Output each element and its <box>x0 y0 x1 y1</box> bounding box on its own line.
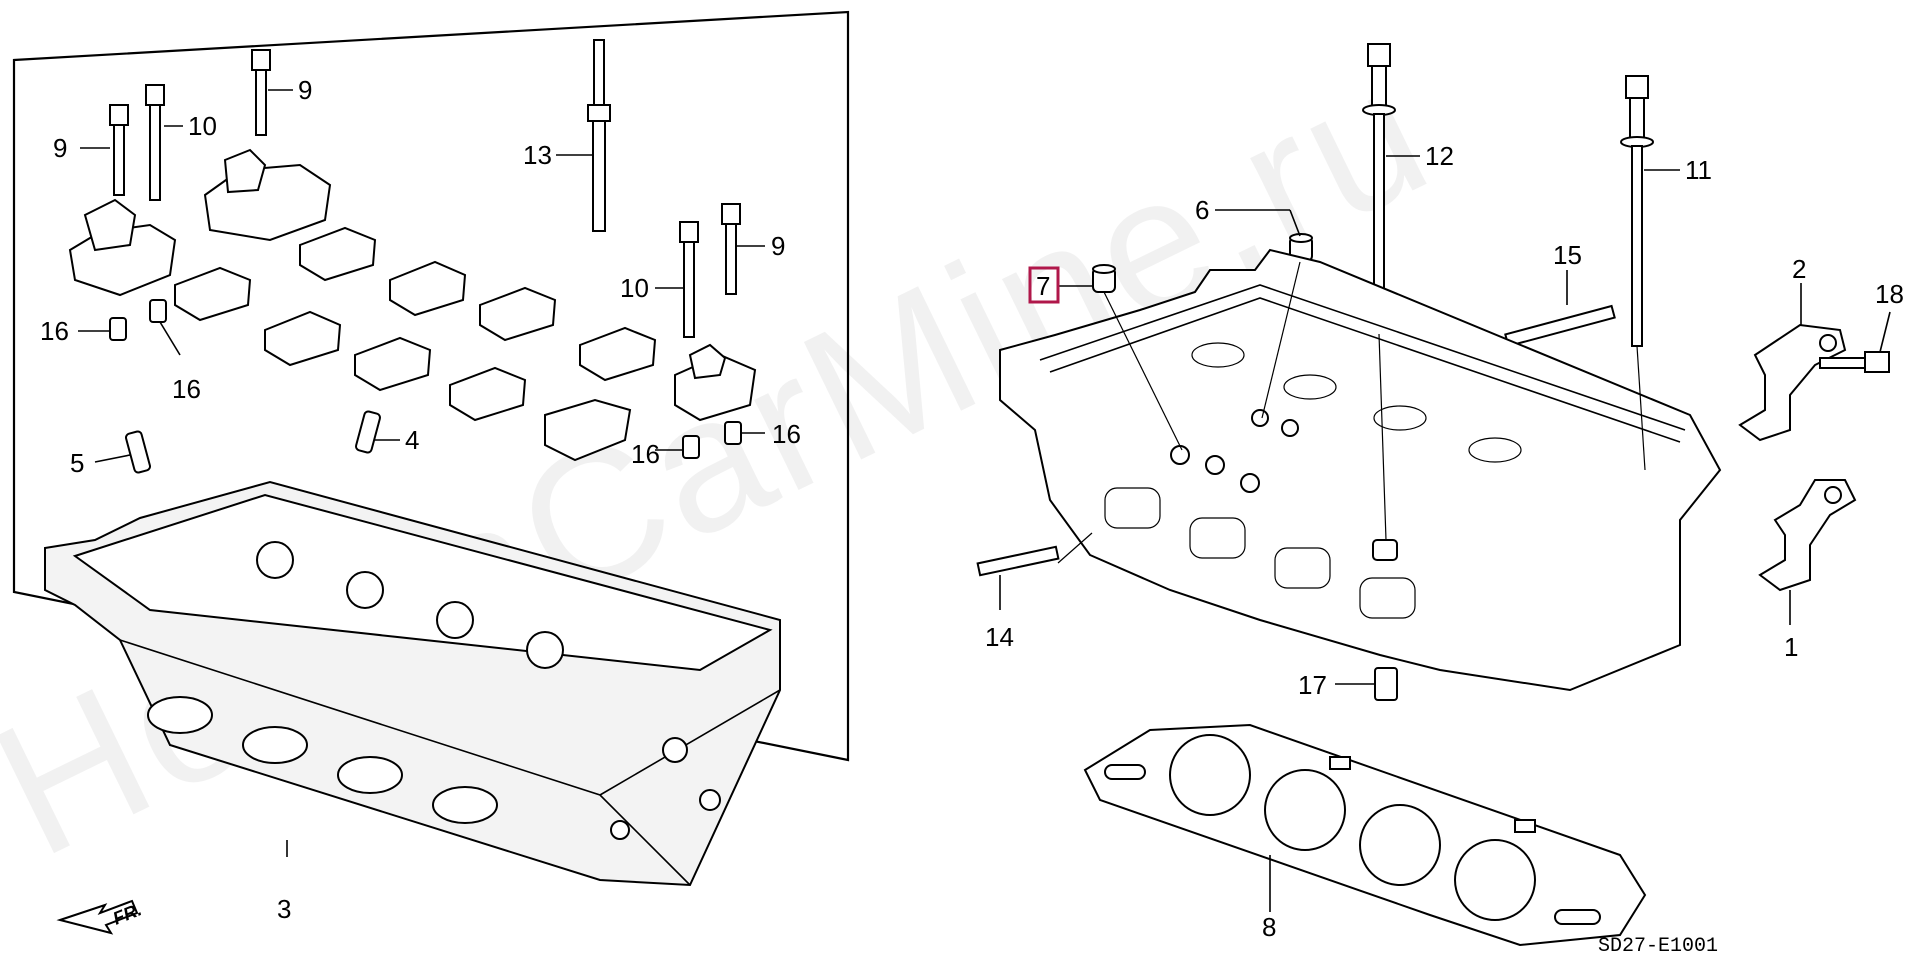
front-arrow-label: FR. <box>110 899 144 928</box>
leader-14 <box>1057 532 1093 564</box>
bracket-2 <box>1738 323 1847 442</box>
leader-12 <box>1378 333 1387 541</box>
leader-18 <box>1879 311 1891 353</box>
stud-14 <box>976 545 1060 577</box>
bolt-9-top <box>251 49 271 136</box>
plug-5 <box>124 430 152 474</box>
cam-holder-right <box>674 343 757 422</box>
cam-cap <box>579 326 657 382</box>
callout-16: 16 <box>631 439 660 469</box>
leader-11 <box>1636 345 1646 471</box>
seal-7 <box>1092 264 1116 293</box>
cylinder-head-right <box>999 248 1722 692</box>
dowel-pin-17 <box>1374 667 1398 701</box>
cam-holder-bottom <box>544 398 632 462</box>
leader-5 <box>94 454 131 463</box>
plug-4 <box>354 410 382 454</box>
head-bolt-11 <box>1620 75 1654 347</box>
cam-cap <box>389 260 467 317</box>
cam-cap <box>299 226 377 282</box>
leader-6 <box>1289 209 1301 237</box>
cam-cap <box>264 310 342 367</box>
callout-9: 9 <box>298 75 312 105</box>
highlight-box-7 <box>1028 266 1060 304</box>
callout-14: 14 <box>985 622 1014 652</box>
bolt-10-right <box>679 221 699 338</box>
cam-cap <box>174 266 252 322</box>
callout-4: 4 <box>405 425 419 455</box>
leader-7 <box>1103 291 1183 451</box>
callout-1: 1 <box>1784 632 1798 662</box>
leader-16b <box>159 321 181 356</box>
callout-15: 15 <box>1553 240 1582 270</box>
callout-7[interactable]: 7 <box>1036 271 1050 301</box>
callout-5: 5 <box>70 448 84 478</box>
head-gasket-8 <box>1083 723 1647 947</box>
callout-18: 18 <box>1875 279 1904 309</box>
bolt-18 <box>1819 351 1890 373</box>
leader-6 <box>1261 261 1301 419</box>
dowel-pin-16 <box>682 435 700 459</box>
callout-10: 10 <box>620 273 649 303</box>
callout-17: 17 <box>1298 670 1327 700</box>
bracket-1 <box>1758 479 1857 592</box>
left-group-frame <box>12 10 850 762</box>
dowel-pin-16 <box>109 317 127 341</box>
cam-holder-left <box>68 198 177 297</box>
bolt-9-right <box>721 203 741 295</box>
bolt-10-left <box>145 84 165 201</box>
callout-8: 8 <box>1262 912 1276 942</box>
cam-holder-top <box>203 148 332 242</box>
cam-cap <box>354 336 432 392</box>
callout-6: 6 <box>1195 195 1209 225</box>
callout-2: 2 <box>1792 254 1806 284</box>
callout-9: 9 <box>771 231 785 261</box>
callout-11: 11 <box>1685 155 1712 185</box>
callout-12: 12 <box>1425 141 1454 171</box>
cylinder-head-3 <box>44 480 781 887</box>
callout-10: 10 <box>188 111 217 141</box>
diagram-code: SD27-E1001 <box>1598 935 1718 958</box>
callout-16: 16 <box>772 419 801 449</box>
callout-9: 9 <box>53 133 67 163</box>
cam-cap <box>479 286 557 342</box>
bolt-9-left <box>109 104 129 196</box>
callout-13: 13 <box>523 140 552 170</box>
callout-16: 16 <box>172 374 201 404</box>
front-direction-arrow: FR. <box>56 899 144 935</box>
callout-16: 16 <box>40 316 69 346</box>
dowel-pin-16 <box>724 421 742 445</box>
callout-3: 3 <box>277 894 291 924</box>
stud-15 <box>1504 304 1616 348</box>
dowel-pin-16 <box>149 299 167 323</box>
cam-cap <box>449 366 527 422</box>
stud-13 <box>587 39 611 232</box>
